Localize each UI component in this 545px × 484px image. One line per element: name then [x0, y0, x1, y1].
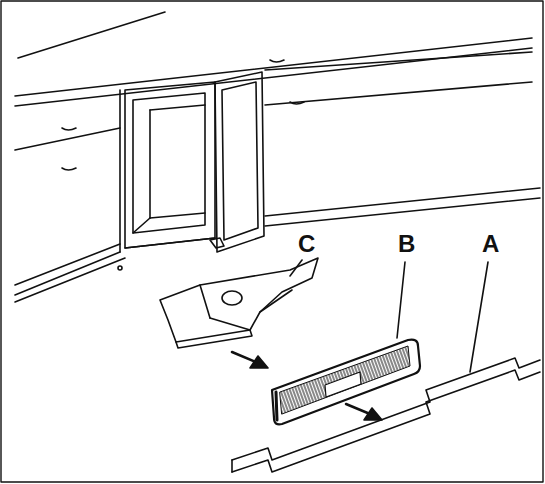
- kick-plate: [232, 358, 540, 472]
- floor-line: [15, 258, 125, 302]
- arrow: [346, 404, 370, 414]
- leader-line: [397, 262, 405, 338]
- leader-line: [290, 260, 302, 276]
- part-letter: C: [298, 232, 315, 256]
- grille: [272, 340, 420, 425]
- left-cabinet: [15, 90, 122, 295]
- part-letter: B: [398, 232, 415, 256]
- arrowhead: [250, 356, 268, 368]
- right-cabinet: [265, 52, 540, 226]
- part-letter: A: [482, 232, 499, 256]
- appliance-cabinet: [125, 82, 215, 248]
- appliance-door: [210, 72, 264, 252]
- countertop: [15, 12, 532, 106]
- leader-line: [470, 262, 488, 372]
- arrowhead: [364, 408, 382, 420]
- arrow: [232, 352, 256, 362]
- drain-pan: [160, 258, 318, 348]
